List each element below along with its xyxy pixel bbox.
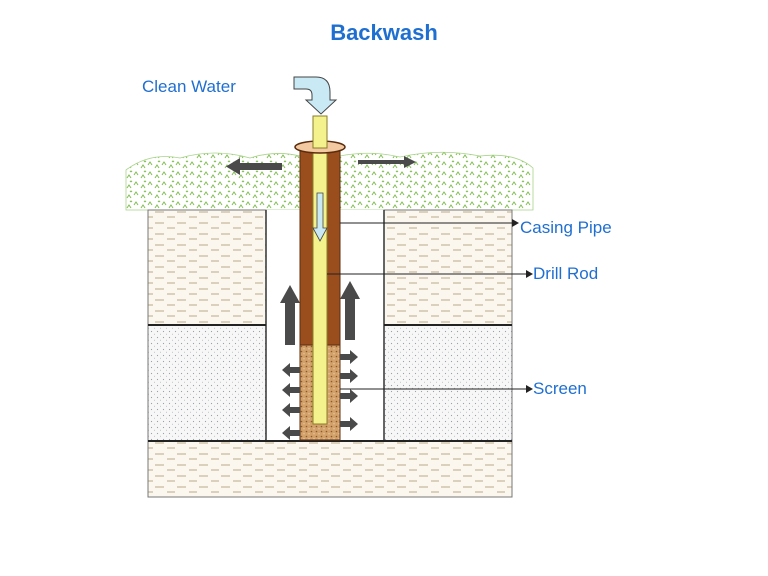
screen-outflow-arrow-icon [282, 403, 300, 417]
soil-layer-upper-left [147, 209, 267, 326]
screen-outflow-arrow-icon [340, 350, 358, 364]
label-casing-pipe: Casing Pipe [520, 218, 612, 237]
surface-outflow-right-arrow-icon [358, 156, 416, 168]
water-down-arrow-icon [312, 192, 328, 242]
screen-outflow-arrow-icon [340, 369, 358, 383]
surface-outflow-left-arrow-icon [226, 158, 282, 175]
screen-leader-arrowhead [526, 385, 533, 393]
label-drill-rod: Drill Rod [533, 264, 598, 283]
drill-rod-top [312, 115, 328, 149]
diagram-title: Backwash [330, 20, 438, 45]
water-inlet-arrow-icon [293, 76, 338, 115]
soil-layer-bottom [147, 440, 513, 498]
screen-outflow-arrow-icon [282, 363, 300, 377]
screen-outflow-right-arrows [340, 350, 358, 431]
drill-rod [312, 115, 328, 425]
screen-outflow-left-arrows [282, 363, 300, 440]
upflow-right-arrow-icon [340, 281, 360, 340]
soil-layer-middle-left [147, 324, 267, 442]
drill-rod-leader-arrowhead [526, 270, 533, 278]
screen-outflow-arrow-icon [340, 417, 358, 431]
casing-pipe-leader-arrowhead [512, 219, 519, 227]
screen-outflow-arrow-icon [282, 426, 300, 440]
label-clean-water: Clean Water [142, 77, 236, 96]
screen-outflow-arrow-icon [282, 383, 300, 397]
upflow-left-arrow-icon [280, 285, 300, 345]
soil-layer-upper-right [383, 209, 513, 326]
label-screen: Screen [533, 379, 587, 398]
soil-layer-middle-right [383, 324, 513, 442]
screen-outflow-arrow-icon [340, 389, 358, 403]
